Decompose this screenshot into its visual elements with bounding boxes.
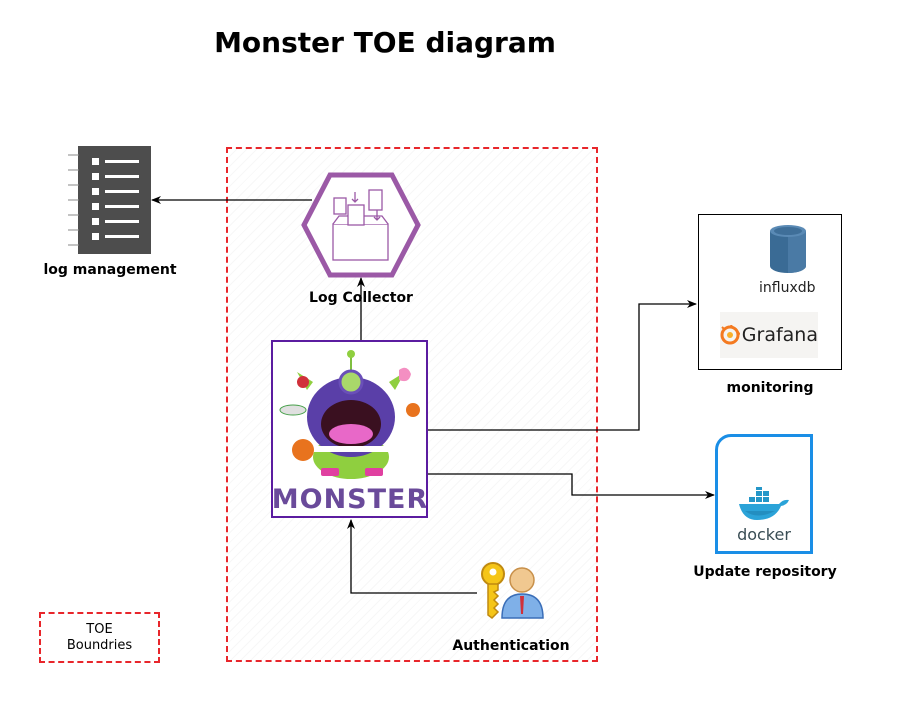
legend-line-1: TOE — [86, 621, 113, 637]
update-repository-label: Update repository — [693, 564, 837, 580]
influxdb-database-icon — [770, 225, 806, 273]
legend-line-2: Boundries — [66, 637, 133, 653]
influxdb-label: influxdb — [759, 280, 816, 296]
edge-auth-to-monster — [347, 519, 477, 594]
monster-logo-icon: MONSTER — [272, 350, 427, 515]
docker-label: docker — [737, 525, 791, 544]
authentication-label: Authentication — [452, 638, 570, 654]
grafana-icon — [720, 325, 740, 345]
log-collector-hexagon-icon[interactable] — [301, 172, 421, 278]
monitoring-label: monitoring — [726, 380, 814, 396]
log-collector-label: Log Collector — [309, 290, 413, 306]
edge-monster-to-monitoring — [428, 300, 697, 431]
monster-node[interactable]: MONSTER — [271, 340, 428, 518]
grafana-label: Grafana — [741, 324, 818, 346]
docker-whale-icon — [739, 485, 789, 520]
monster-wordmark: MONSTER — [273, 484, 426, 515]
key-user-icon[interactable] — [477, 560, 545, 624]
grafana-logo: Grafana — [720, 312, 818, 358]
diagram-title: Monster TOE diagram — [214, 26, 556, 59]
update-repository-node[interactable]: docker — [715, 434, 813, 554]
toe-boundary-legend: TOE Boundries — [39, 612, 160, 663]
log-document-icon — [68, 146, 151, 254]
edge-monster-to-docker — [428, 473, 715, 499]
log-management-label: log management — [43, 262, 177, 278]
